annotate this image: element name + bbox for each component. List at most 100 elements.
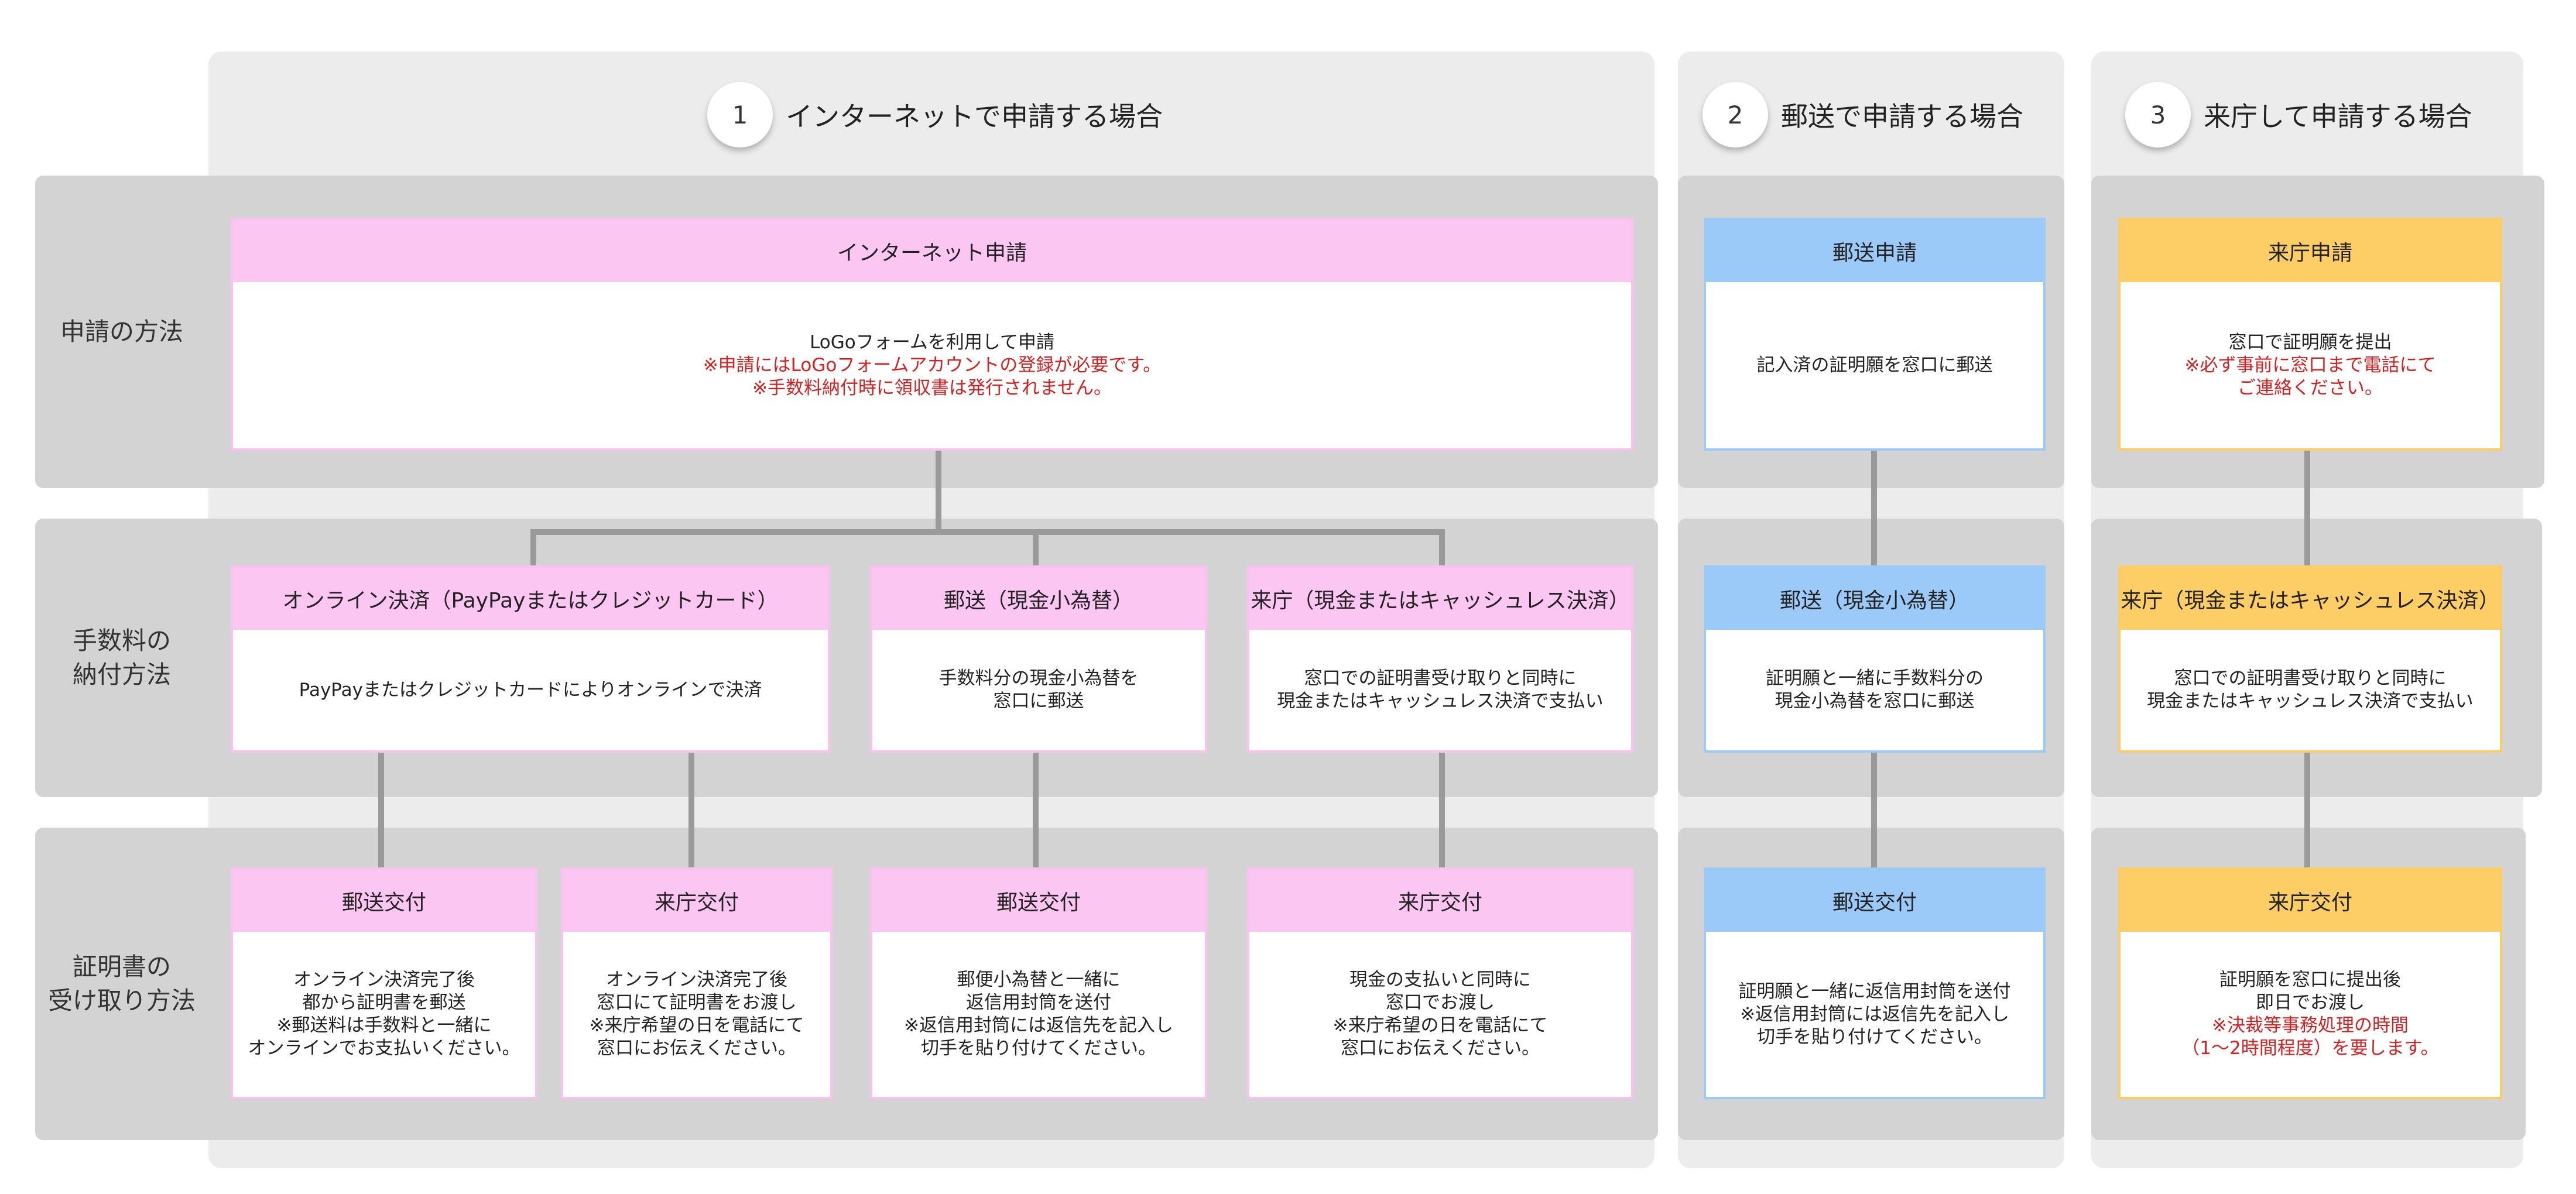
- box-text-line: ※郵送料は手数料と一緒に: [276, 1015, 492, 1036]
- box-text-line: 郵便小為替と一緒に: [957, 969, 1121, 990]
- box-body: 証明願と一緒に返信用封筒を送付※返信用封筒には返信先を記入し切手を貼り付けてくだ…: [1706, 932, 2043, 1097]
- box-title: 来庁交付: [1249, 870, 1631, 932]
- box-body: 窓口での証明書受け取りと同時に現金またはキャッシュレス決済で支払い: [1249, 630, 1631, 750]
- box-receive-mail: 郵送交付証明願と一緒に返信用封筒を送付※返信用封筒には返信先を記入し切手を貼り付…: [1704, 867, 2046, 1099]
- connector-line: [1439, 529, 1445, 565]
- box-title: 来庁交付: [563, 870, 830, 932]
- box-body: PayPayまたはクレジットカードによりオンラインで決済: [233, 630, 828, 750]
- box-receive-visit-internet: 来庁交付現金の支払いと同時に窓口でお渡し※来庁希望の日を電話にて窓口にお伝えくだ…: [1247, 867, 1633, 1099]
- box-text-line: オンライン決済完了後: [293, 969, 475, 990]
- box-text-line: 現金小為替を窓口に郵送: [1775, 691, 1975, 712]
- box-text-line: 即日でお渡し: [2256, 992, 2365, 1013]
- box-note-line: ※申請にはLoGoフォームアカウントの登録が必要です。: [703, 354, 1162, 376]
- box-title: 来庁（現金またはキャッシュレス決済）: [1249, 568, 1631, 630]
- box-text-line: ※返信用封筒には返信先を記入し: [1740, 1003, 2009, 1025]
- connector-line: [2304, 451, 2310, 565]
- box-text-line: 窓口にお伝えください。: [1340, 1038, 1540, 1059]
- box-title: 郵送（現金小為替）: [1706, 568, 2043, 630]
- box-receive-visit-online: 来庁交付オンライン決済完了後窓口にて証明書をお渡し※来庁希望の日を電話にて窓口に…: [561, 867, 833, 1099]
- box-text-line: 現金またはキャッシュレス決済で支払い: [1277, 691, 1604, 712]
- box-title: 来庁（現金またはキャッシュレス決済）: [2121, 568, 2500, 630]
- box-title: オンライン決済（PayPayまたはクレジットカード）: [233, 568, 828, 630]
- box-body: 郵便小為替と一緒に返信用封筒を送付※返信用封筒には返信先を記入し切手を貼り付けて…: [872, 932, 1205, 1097]
- row-label-line: 手数料の: [72, 626, 171, 655]
- connector-line: [2304, 753, 2310, 867]
- box-title: 郵送交付: [872, 870, 1205, 932]
- box-body: 証明願を窓口に提出後即日でお渡し※決裁等事務処理の時間（1～2時間程度）を要しま…: [2121, 932, 2500, 1097]
- box-mail-payment-internet: 郵送（現金小為替）手数料分の現金小為替を窓口に郵送: [870, 565, 1207, 753]
- column-header-visit: 3 来庁して申請する場合: [2125, 82, 2472, 147]
- box-text-line: 現金の支払いと同時に: [1349, 969, 1531, 990]
- box-body: LoGoフォームを利用して申請※申請にはLoGoフォームアカウントの登録が必要で…: [233, 282, 1631, 448]
- box-text-line: オンライン決済完了後: [606, 969, 787, 990]
- column-header-mail: 2 郵送で申請する場合: [1703, 82, 2023, 147]
- box-body: 現金の支払いと同時に窓口でお渡し※来庁希望の日を電話にて窓口にお伝えください。: [1249, 932, 1631, 1097]
- box-title: 来庁交付: [2121, 870, 2500, 932]
- column-title: 郵送で申請する場合: [1781, 101, 2023, 132]
- column-title: 来庁して申請する場合: [2204, 101, 2472, 132]
- box-note-line: ※必ず事前に窓口まで電話にて: [2184, 354, 2436, 376]
- box-text-line: 窓口でお渡し: [1386, 992, 1495, 1013]
- box-text-line: 現金またはキャッシュレス決済で支払い: [2147, 691, 2474, 712]
- box-body: 窓口での証明書受け取りと同時に現金またはキャッシュレス決済で支払い: [2121, 630, 2500, 750]
- box-text-line: 窓口での証明書受け取りと同時に: [2174, 668, 2447, 689]
- connector-line: [530, 529, 536, 565]
- connector-line: [1439, 753, 1445, 867]
- box-note-line: （1～2時間程度）を要します。: [2181, 1038, 2439, 1059]
- box-text-line: 窓口にお伝えください。: [597, 1038, 797, 1059]
- box-mail-payment: 郵送（現金小為替）証明願と一緒に手数料分の現金小為替を窓口に郵送: [1704, 565, 2046, 753]
- box-mail-apply: 郵送申請記入済の証明願を窓口に郵送: [1704, 218, 2046, 451]
- box-receive-mail-online: 郵送交付オンライン決済完了後都から証明書を郵送※郵送料は手数料と一緒にオンライン…: [231, 867, 537, 1099]
- box-visit-apply: 来庁申請窓口で証明願を提出※必ず事前に窓口まで電話にてご連絡ください。: [2118, 218, 2502, 451]
- box-text-line: ※返信用封筒には返信先を記入し: [904, 1015, 1173, 1036]
- box-text-line: 手数料分の現金小為替を: [938, 668, 1139, 689]
- box-text-line: PayPayまたはクレジットカードによりオンラインで決済: [299, 679, 762, 701]
- box-visit-payment-internet: 来庁（現金またはキャッシュレス決済）窓口での証明書受け取りと同時に現金またはキャ…: [1247, 565, 1633, 753]
- box-online-payment: オンライン決済（PayPayまたはクレジットカード） PayPayまたはクレジット…: [231, 565, 830, 753]
- box-body: 記入済の証明願を窓口に郵送: [1706, 282, 2043, 448]
- box-text-line: 窓口で証明願を提出: [2228, 331, 2392, 353]
- row-label-fee: 手数料の納付方法: [35, 519, 208, 797]
- box-text-line: 窓口に郵送: [993, 691, 1084, 712]
- column-title: インターネットで申請する場合: [786, 101, 1163, 132]
- row-label-line: 納付方法: [72, 660, 171, 689]
- box-title: 郵送申請: [1706, 220, 2043, 282]
- connector-line: [378, 753, 384, 867]
- box-text-line: オンラインでお支払いください。: [248, 1038, 520, 1059]
- box-receive-mail-internet: 郵送交付郵便小為替と一緒に返信用封筒を送付※返信用封筒には返信先を記入し切手を貼…: [870, 867, 1207, 1099]
- box-title: 郵送交付: [1706, 870, 2043, 932]
- connector-line: [1033, 753, 1039, 867]
- box-visit-payment: 来庁（現金またはキャッシュレス決済）窓口での証明書受け取りと同時に現金またはキャ…: [2118, 565, 2502, 753]
- box-title: インターネット申請: [233, 220, 1631, 282]
- connector-line: [1033, 529, 1039, 565]
- box-text-line: 窓口にて証明書をお渡し: [597, 992, 797, 1013]
- box-note-line: ※手数料納付時に領収書は発行されません。: [752, 377, 1112, 399]
- box-note-line: ※決裁等事務処理の時間: [2212, 1015, 2409, 1036]
- box-body: 手数料分の現金小為替を窓口に郵送: [872, 630, 1205, 750]
- box-body: オンライン決済完了後窓口にて証明書をお渡し※来庁希望の日を電話にて窓口にお伝えく…: [563, 932, 830, 1097]
- row-label-method: 申請の方法: [35, 176, 208, 488]
- step-number-badge: 1: [707, 82, 773, 147]
- row-label-receive: 証明書の受け取り方法: [35, 828, 208, 1140]
- connector-line: [530, 529, 1445, 535]
- box-text-line: 窓口での証明書受け取りと同時に: [1304, 668, 1577, 689]
- box-text-line: 返信用封筒を送付: [966, 992, 1111, 1013]
- step-number-badge: 2: [1703, 82, 1768, 147]
- column-header-internet: 1 インターネットで申請する場合: [707, 82, 1163, 147]
- box-text-line: ※来庁希望の日を電話にて: [1332, 1015, 1548, 1036]
- box-text-line: 切手を貼り付けてください。: [1756, 1026, 1993, 1048]
- box-body: オンライン決済完了後都から証明書を郵送※郵送料は手数料と一緒にオンラインでお支払…: [233, 932, 535, 1097]
- connector-line: [1871, 451, 1877, 565]
- box-text-line: ※来庁希望の日を電話にて: [589, 1015, 804, 1036]
- step-number-badge: 3: [2125, 82, 2191, 147]
- connector-line: [1871, 753, 1877, 867]
- box-title: 来庁申請: [2121, 220, 2500, 282]
- box-text-line: 証明願と一緒に返信用封筒を送付: [1738, 980, 2011, 1002]
- box-body: 証明願と一緒に手数料分の現金小為替を窓口に郵送: [1706, 630, 2043, 750]
- box-receive-visit: 来庁交付証明願を窓口に提出後即日でお渡し※決裁等事務処理の時間（1～2時間程度）…: [2118, 867, 2502, 1099]
- box-text-line: 証明願を窓口に提出後: [2219, 969, 2401, 990]
- box-body: 窓口で証明願を提出※必ず事前に窓口まで電話にてご連絡ください。: [2121, 282, 2500, 448]
- box-text-line: 切手を貼り付けてください。: [920, 1038, 1157, 1059]
- box-note-line: ご連絡ください。: [2238, 377, 2383, 399]
